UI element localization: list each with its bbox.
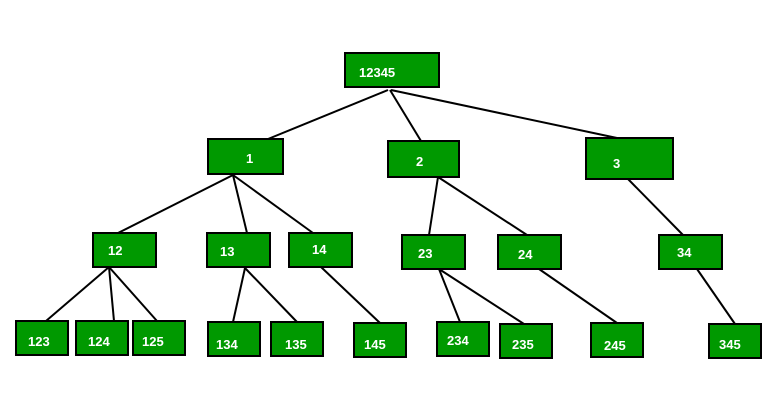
edge-1-14 [232, 174, 314, 234]
node-label: 13 [220, 244, 234, 259]
node-145: 145 [353, 322, 407, 358]
edge-2-23 [428, 176, 439, 236]
node-134: 134 [207, 321, 261, 357]
node-box [75, 320, 129, 356]
edge-14-145 [320, 266, 381, 324]
node-label: 235 [512, 337, 534, 352]
edge-3-34 [627, 178, 684, 236]
node-12: 12 [92, 232, 157, 268]
node-box [585, 137, 674, 180]
node-label: 34 [677, 245, 692, 260]
edge-1-13 [232, 174, 248, 234]
node-label: 12345 [359, 65, 395, 80]
node-label: 145 [364, 337, 386, 352]
node-box [288, 232, 353, 268]
node-245: 245 [590, 322, 644, 358]
node-label: 134 [216, 337, 238, 352]
node-label: 24 [518, 247, 533, 262]
node-box [270, 321, 324, 357]
node-label: 234 [447, 333, 469, 348]
node-box [387, 140, 460, 178]
node-box [499, 323, 553, 359]
node-box [353, 322, 407, 358]
node-23: 23 [401, 234, 466, 270]
node-box [207, 138, 284, 175]
edge-23-234 [438, 268, 461, 323]
node-124: 124 [75, 320, 129, 356]
node-label: 123 [28, 334, 50, 349]
node-234: 234 [436, 321, 490, 357]
tree-edges [45, 89, 736, 325]
edge-12345-2 [389, 89, 422, 142]
node-235: 235 [499, 323, 553, 359]
edge-12-125 [108, 266, 158, 322]
edge-12345-3 [390, 89, 618, 139]
node-label: 1 [246, 151, 253, 166]
node-123: 123 [15, 320, 69, 356]
edge-2-24 [437, 176, 528, 236]
node-125: 125 [132, 320, 186, 356]
edge-13-134 [232, 267, 246, 323]
node-label: 125 [142, 334, 164, 349]
node-label: 345 [719, 337, 741, 352]
node-label: 14 [312, 242, 327, 257]
node-label: 23 [418, 246, 432, 261]
edge-24-245 [538, 268, 618, 324]
node-label: 2 [416, 154, 423, 169]
edge-12-124 [108, 266, 115, 322]
node-3: 3 [585, 137, 674, 180]
edge-23-235 [438, 268, 525, 325]
node-box [132, 320, 186, 356]
node-box [92, 232, 157, 268]
edge-1-12 [117, 174, 234, 234]
node-label: 124 [88, 334, 110, 349]
node-box [658, 234, 723, 270]
node-14: 14 [288, 232, 353, 268]
node-label: 245 [604, 338, 626, 353]
node-24: 24 [497, 234, 562, 270]
node-box [590, 322, 644, 358]
node-box [401, 234, 466, 270]
node-box [497, 234, 562, 270]
node-1: 1 [207, 138, 284, 175]
node-box [206, 232, 271, 268]
node-box [15, 320, 69, 356]
node-box [436, 321, 490, 357]
node-label: 135 [285, 337, 307, 352]
node-label: 12 [108, 243, 122, 258]
edge-12345-1 [267, 89, 389, 140]
node-box [708, 323, 762, 359]
edge-13-135 [244, 267, 298, 323]
node-12345: 12345 [344, 52, 440, 88]
node-13: 13 [206, 232, 271, 268]
edge-12-123 [45, 266, 110, 322]
edge-34-345 [696, 268, 736, 325]
node-2: 2 [387, 140, 460, 178]
node-box [344, 52, 440, 88]
node-34: 34 [658, 234, 723, 270]
node-label: 3 [613, 156, 620, 171]
node-box [207, 321, 261, 357]
node-345: 345 [708, 323, 762, 359]
node-135: 135 [270, 321, 324, 357]
